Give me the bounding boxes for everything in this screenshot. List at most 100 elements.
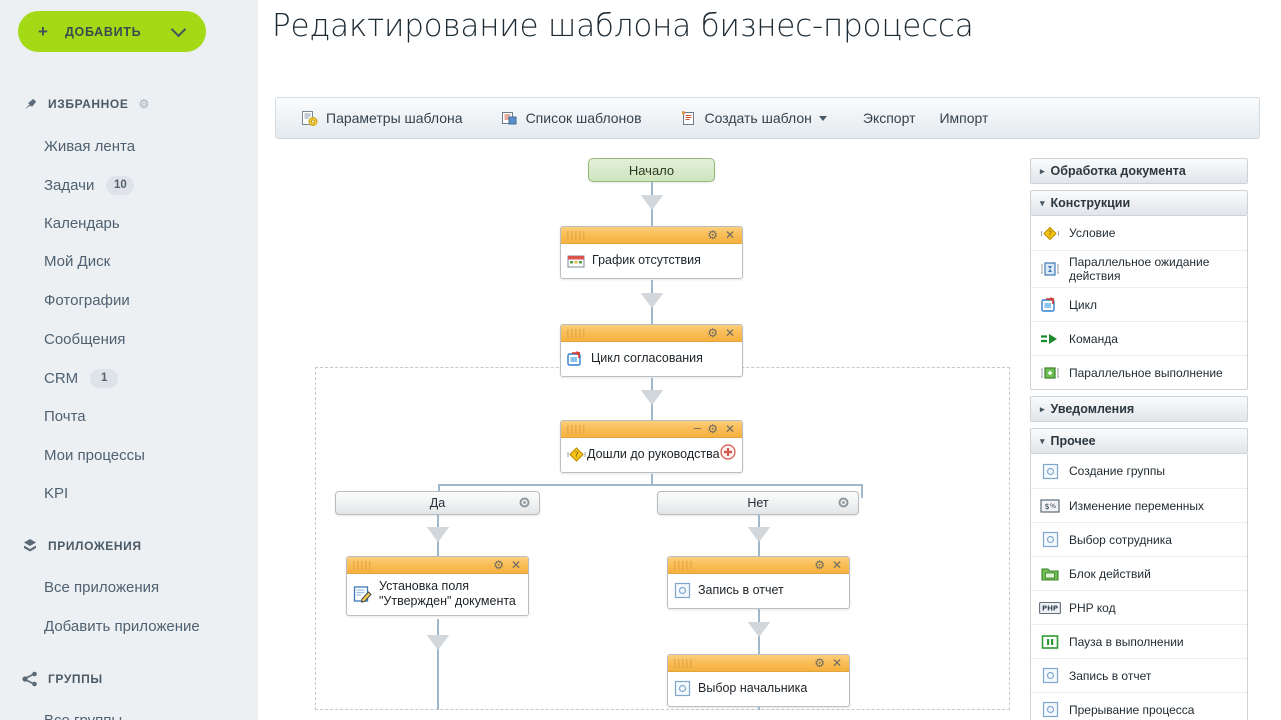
sidebar-item-photos[interactable]: Фотографии (0, 281, 258, 319)
node-header[interactable]: ⚙ ✕ (668, 557, 849, 574)
activity-create-group[interactable]: Создание группы (1031, 454, 1247, 488)
sidebar-item-kpi[interactable]: KPI (0, 474, 258, 512)
gear-icon[interactable]: ⚙ (814, 656, 825, 670)
accordion-constructions: ▾ Конструкции ? Условие (1030, 190, 1248, 390)
node-absence-schedule[interactable]: ⚙ ✕ График от (560, 226, 743, 279)
drag-handle[interactable] (567, 425, 585, 434)
toolbar-item-import[interactable]: Импорт (929, 98, 998, 138)
sidebar-item-my-processes[interactable]: Мои процессы (0, 436, 258, 474)
close-icon[interactable]: ✕ (724, 228, 735, 242)
node-approval-loop[interactable]: ⚙ ✕ Цикл согласования (560, 324, 743, 377)
toolbar-item-create-template[interactable]: Создать шаблон (670, 98, 837, 138)
gear-icon[interactable]: ⚙ (814, 558, 825, 572)
sidebar-item-mail[interactable]: Почта (0, 397, 258, 435)
sidebar-item-calendar[interactable]: Календарь (0, 204, 258, 242)
node-condition-reached-management[interactable]: – ⚙ ✕ ? Дошли до руководства (560, 420, 743, 473)
toolbar-item-export[interactable]: Экспорт (853, 98, 926, 138)
drag-handle[interactable] (674, 659, 692, 668)
tasks-badge: 10 (106, 175, 135, 195)
accordion-header[interactable]: ▸ Уведомления (1030, 396, 1248, 422)
activity-terminate-process[interactable]: Прерывание процесса (1031, 692, 1247, 720)
node-header[interactable]: ⚙ ✕ (561, 227, 742, 244)
drag-handle[interactable] (567, 329, 585, 338)
add-button[interactable]: + ДОБАВИТЬ (18, 11, 206, 52)
sidebar-item-label: Все группы (44, 711, 123, 720)
activity-select-employee[interactable]: Выбор сотрудника (1031, 522, 1247, 556)
node-body: Выбор начальника (668, 672, 849, 706)
branch-button-no[interactable]: Нет (657, 491, 859, 515)
share-icon (20, 671, 40, 687)
accordion-notifications: ▸ Уведомления (1030, 396, 1248, 422)
chevron-down-icon[interactable] (818, 115, 827, 121)
close-icon[interactable]: ✕ (724, 326, 735, 340)
node-write-to-report[interactable]: ⚙ ✕ Запись в отчет (667, 556, 850, 609)
toolbar-item-template-params[interactable]: Параметры шаблона (291, 98, 473, 138)
activity-condition[interactable]: ? Условие (1031, 216, 1247, 250)
activity-action-block[interactable]: Блок действий (1031, 556, 1247, 590)
branch-label: Нет (747, 496, 769, 510)
gear-icon[interactable]: ⚙ (707, 326, 718, 340)
node-header[interactable]: ⚙ ✕ (668, 655, 849, 672)
gear-icon[interactable]: ⚙ (138, 97, 150, 111)
activity-parallel-execution[interactable]: Параллельное выполнение (1031, 355, 1247, 389)
node-header[interactable]: ⚙ ✕ (561, 325, 742, 342)
sidebar-item-label: Мои процессы (44, 446, 145, 464)
gear-icon[interactable] (518, 496, 531, 512)
sidebar-section-label: ИЗБРАННОЕ (48, 97, 129, 111)
gear-icon[interactable] (837, 496, 850, 512)
arrow-icon (641, 390, 663, 405)
node-body: ? Дошли до руководства (561, 438, 742, 472)
start-node[interactable]: Начало (588, 158, 715, 182)
activity-write-report[interactable]: Запись в отчет (1031, 658, 1247, 692)
activity-php-code[interactable]: PHP PHP код (1031, 590, 1247, 624)
branch-button-yes[interactable]: Да (335, 491, 540, 515)
sidebar-item-messages[interactable]: Сообщения (0, 320, 258, 358)
parallel-exec-icon (1039, 364, 1061, 382)
node-set-field-approved[interactable]: ⚙ ✕ Установка поля "Утвержден" документа (346, 556, 529, 616)
close-icon[interactable]: ✕ (831, 558, 842, 572)
process-canvas[interactable]: Начало ⚙ ✕ (275, 150, 1260, 710)
close-icon[interactable]: ✕ (510, 558, 521, 572)
chevron-down-icon[interactable] (170, 21, 187, 38)
gear-icon[interactable]: ⚙ (493, 558, 504, 572)
activity-command[interactable]: Команда (1031, 321, 1247, 355)
drag-handle[interactable] (567, 231, 585, 240)
sidebar-item-my-drive[interactable]: Мой Диск (0, 242, 258, 280)
node-body: Запись в отчет (668, 574, 849, 608)
activity-change-variables[interactable]: $ % Изменение переменных (1031, 488, 1247, 522)
sidebar-item-live-feed[interactable]: Живая лента (0, 127, 258, 165)
sidebar-item-crm[interactable]: CRM 1 (0, 359, 258, 397)
document-gear-icon (301, 110, 318, 127)
drag-handle[interactable] (353, 561, 371, 570)
close-icon[interactable]: ✕ (831, 656, 842, 670)
plus-circle-icon[interactable] (720, 444, 736, 465)
activity-loop[interactable]: Цикл (1031, 287, 1247, 321)
node-label: График отсутствия (592, 253, 701, 267)
process-diagram: Начало ⚙ ✕ (275, 150, 1025, 710)
sidebar-item-all-groups[interactable]: Все группы (0, 701, 258, 720)
chevron-right-icon: ▸ (1040, 165, 1045, 176)
toolbar-item-label: Список шаблонов (525, 110, 642, 126)
toolbar-item-label: Импорт (939, 110, 989, 126)
gear-icon[interactable]: ⚙ (707, 422, 718, 436)
accordion-header[interactable]: ▾ Конструкции (1030, 190, 1248, 216)
accordion-header[interactable]: ▸ Обработка документа (1030, 158, 1248, 184)
node-header[interactable]: ⚙ ✕ (347, 557, 528, 574)
sidebar-item-tasks[interactable]: Задачи 10 (0, 166, 258, 204)
node-header[interactable]: – ⚙ ✕ (561, 420, 742, 438)
accordion-header[interactable]: ▾ Прочее (1030, 428, 1248, 454)
drag-handle[interactable] (674, 561, 692, 570)
activity-label: Запись в отчет (1069, 668, 1152, 683)
sidebar-item-add-app[interactable]: Добавить приложение (0, 607, 258, 645)
minimize-icon[interactable]: – (693, 420, 701, 435)
sidebar-item-all-apps[interactable]: Все приложения (0, 568, 258, 606)
activity-label: Параллельное ожидание действия (1069, 255, 1210, 283)
close-icon[interactable]: ✕ (724, 422, 735, 436)
gear-icon[interactable]: ⚙ (707, 228, 718, 242)
toolbar-item-template-list[interactable]: Список шаблонов (491, 98, 652, 138)
activity-pause[interactable]: Пауза в выполнении (1031, 624, 1247, 658)
pause-icon (1039, 634, 1061, 650)
activity-parallel-wait[interactable]: Параллельное ожидание действия (1031, 250, 1247, 287)
toolbar-item-label: Экспорт (862, 110, 916, 126)
node-select-manager[interactable]: ⚙ ✕ Выбор начальника (667, 654, 850, 707)
